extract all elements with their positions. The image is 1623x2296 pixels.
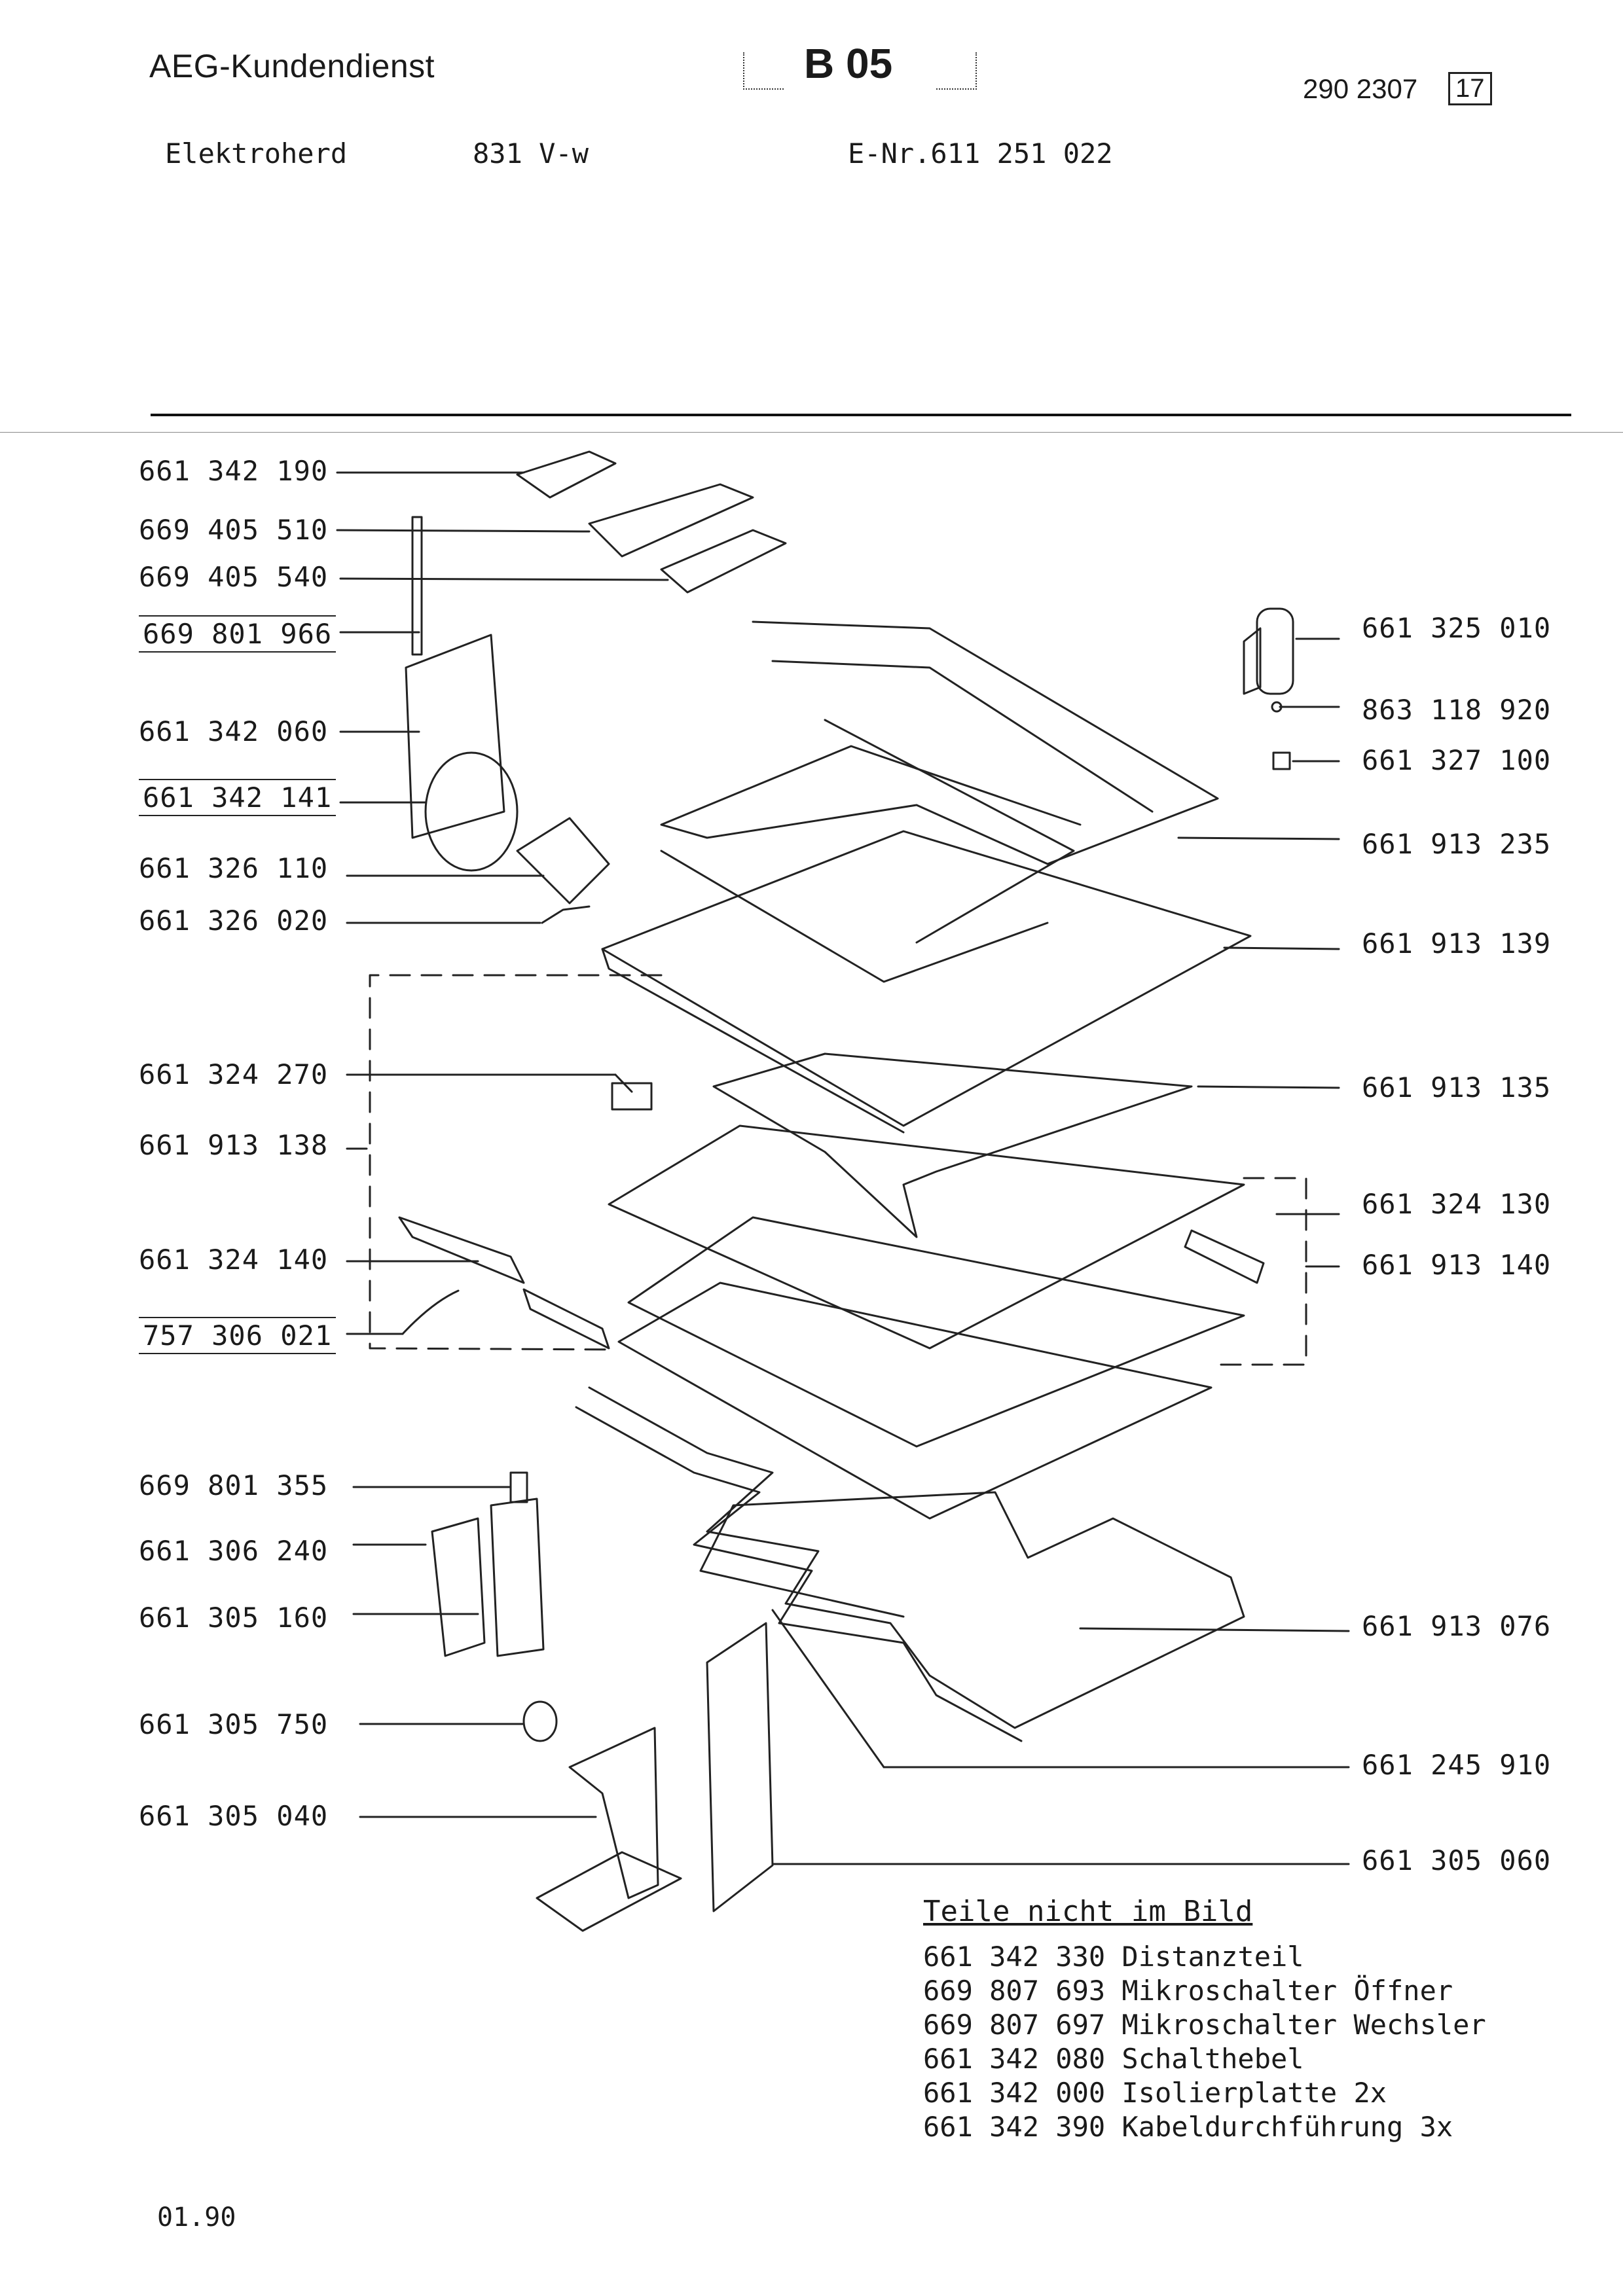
- slide-rail-far: [1184, 1229, 1265, 1284]
- code-bracket-left: [743, 52, 784, 90]
- part-label: 863 118 920: [1362, 694, 1552, 726]
- notes-item: 661 342 330 Distanzteil: [923, 1941, 1304, 1973]
- brand-title: AEG-Kundendienst: [149, 48, 435, 84]
- grommet: [1272, 751, 1291, 770]
- terminal-plates: [516, 450, 787, 594]
- scan-edge-line: [0, 432, 1623, 433]
- part-label-boxed: 661 342 141: [139, 779, 337, 816]
- lower-heating-element: [575, 1386, 1245, 1742]
- thermostat-housing: [1243, 607, 1294, 695]
- part-label: 661 326 020: [139, 905, 329, 937]
- page-number: 17: [1448, 72, 1492, 105]
- part-label: 661 305 160: [139, 1602, 329, 1634]
- notes-item: 669 807 697 Mikroschalter Wechsler: [923, 2009, 1486, 2041]
- clip-part: [611, 1082, 653, 1111]
- slide-rail-right: [522, 1288, 610, 1350]
- leader-lines-left: [336, 471, 669, 1818]
- part-label: 661 913 135: [1362, 1071, 1552, 1103]
- notes-item: 669 807 693 Mikroschalter Öffner: [923, 1975, 1453, 2007]
- dashed-group-bracket-right: [1216, 1177, 1307, 1366]
- part-label: 661 306 240: [139, 1535, 329, 1567]
- door-hinge: [536, 1727, 682, 1932]
- part-label: 661 913 140: [1362, 1249, 1552, 1281]
- coil-spring: [522, 1700, 558, 1742]
- o-ring: [1271, 701, 1283, 713]
- thermostat-rod: [411, 516, 423, 656]
- part-label: 661 913 235: [1362, 828, 1552, 860]
- terminal-block: [490, 1498, 545, 1657]
- part-label: 661 305 040: [139, 1800, 329, 1832]
- fan-motor: [516, 817, 610, 905]
- part-label: 661 324 270: [139, 1058, 329, 1090]
- part-label: 661 245 910: [1362, 1749, 1552, 1781]
- side-bracket: [706, 1622, 774, 1912]
- part-label: 661 325 010: [1362, 612, 1552, 644]
- document-number: 290 2307: [1303, 73, 1418, 104]
- part-label: 669 405 510: [139, 514, 329, 546]
- spring-clip: [509, 1471, 528, 1503]
- notes-item: 661 342 080 Schalthebel: [923, 2043, 1304, 2075]
- e-number: E-Nr.611 251 022: [848, 137, 1113, 170]
- notes-title: Teile nicht im Bild: [923, 1895, 1253, 1928]
- part-label: 661 342 190: [139, 455, 329, 487]
- part-label: 661 324 130: [1362, 1188, 1552, 1220]
- part-label: 661 305 060: [1362, 1844, 1552, 1876]
- part-label: 661 913 139: [1362, 927, 1552, 960]
- notes-item: 661 342 390 Kabeldurchführung 3x: [923, 2111, 1453, 2143]
- mounting-bracket: [431, 1517, 486, 1657]
- part-label: 669 405 540: [139, 561, 329, 593]
- header-rule: [151, 414, 1571, 416]
- oven-frame: [608, 1052, 1245, 1520]
- part-label: 661 342 060: [139, 715, 329, 747]
- part-label: 661 324 140: [139, 1244, 329, 1276]
- leader-lines-right: [771, 637, 1350, 1865]
- part-label: 661 913 138: [139, 1129, 329, 1161]
- notes-item: 661 342 000 Isolierplatte 2x: [923, 2077, 1387, 2109]
- insulation-plate: [405, 634, 505, 839]
- part-label: 669 801 355: [139, 1469, 329, 1501]
- code-bracket-right: [936, 52, 977, 90]
- part-label: 661 327 100: [1362, 744, 1552, 776]
- section-code: B 05: [804, 40, 893, 87]
- model-number: 831 V-w: [473, 137, 589, 170]
- part-label-boxed: 669 801 966: [139, 615, 337, 653]
- upper-heating-element: [660, 620, 1219, 983]
- part-label: 661 913 076: [1362, 1610, 1552, 1642]
- gasket-ring: [424, 751, 519, 872]
- slide-rail-left: [398, 1216, 525, 1284]
- part-label: 661 326 110: [139, 852, 329, 884]
- part-label: 661 305 750: [139, 1708, 329, 1740]
- oven-liner-top: [601, 830, 1252, 1134]
- appliance-type: Elektroherd: [165, 137, 348, 170]
- dashed-group-bracket-left: [369, 974, 663, 1351]
- part-label-boxed: 757 306 021: [139, 1317, 337, 1354]
- footer-date: 01.90: [157, 2202, 236, 2233]
